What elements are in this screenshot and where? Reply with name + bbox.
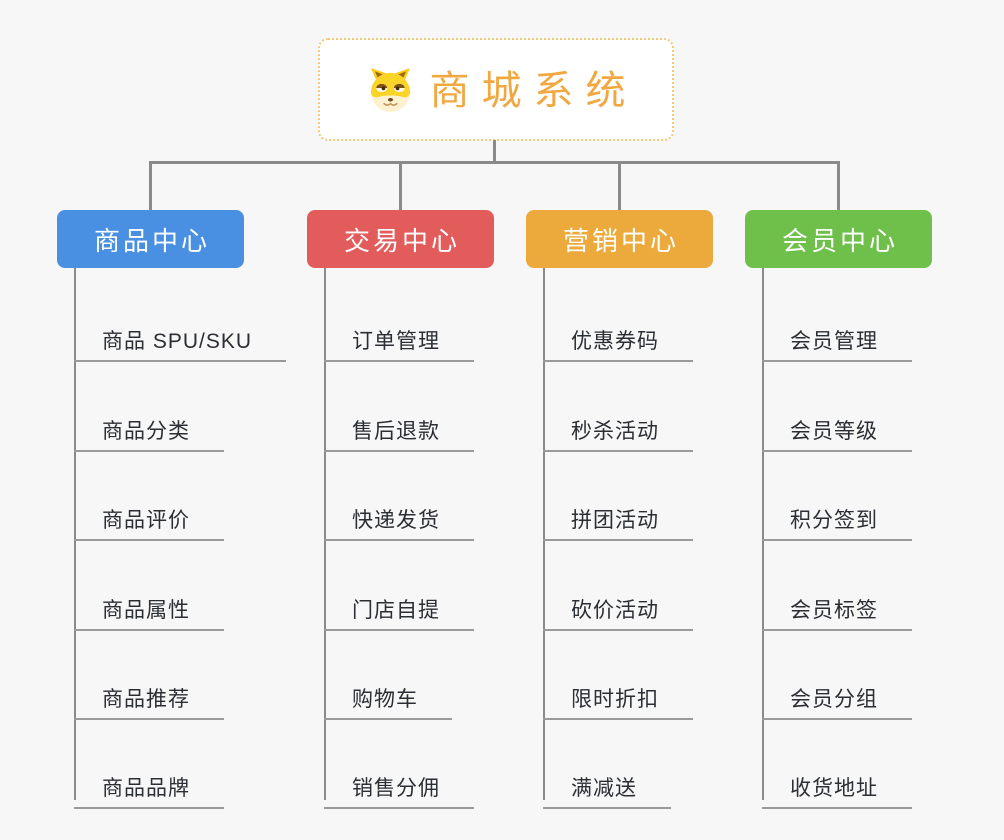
branch-header-1[interactable]: 商品中心 — [57, 210, 244, 268]
child-node[interactable]: 限时折扣 — [543, 667, 693, 720]
child-node-label: 订单管理 — [352, 329, 440, 353]
child-node[interactable]: 购物车 — [324, 667, 452, 720]
child-node-label: 商品分类 — [102, 419, 190, 443]
child-node[interactable]: 商品 SPU/SKU — [74, 309, 287, 362]
child-node[interactable]: 商品品牌 — [74, 756, 224, 809]
child-node-label: 收货地址 — [790, 776, 878, 800]
child-node-label: 会员管理 — [790, 329, 878, 353]
child-node-label: 满减送 — [571, 776, 637, 800]
branch-header-2[interactable]: 交易中心 — [307, 210, 494, 268]
child-node-label: 会员等级 — [790, 419, 878, 443]
branch-vertical-line — [762, 268, 764, 800]
child-node[interactable]: 售后退款 — [324, 399, 474, 452]
root-title: 商城系统 — [429, 68, 638, 113]
child-node-label: 拼团活动 — [571, 508, 659, 532]
child-node[interactable]: 砍价活动 — [543, 578, 693, 631]
child-node-label: 秒杀活动 — [571, 419, 659, 443]
child-node-label: 商品品牌 — [102, 776, 190, 800]
child-node[interactable]: 会员分组 — [762, 667, 912, 720]
branch-header-label: 会员中心 — [781, 225, 898, 256]
child-node-label: 砍价活动 — [571, 598, 659, 622]
child-node[interactable]: 门店自提 — [324, 578, 474, 631]
child-node[interactable]: 订单管理 — [324, 309, 474, 362]
child-node-label: 会员分组 — [790, 687, 878, 711]
child-node[interactable]: 销售分佣 — [324, 756, 474, 809]
root-node[interactable]: 商城系统 — [318, 38, 674, 141]
child-node-label: 会员标签 — [790, 598, 878, 622]
child-node[interactable]: 商品属性 — [74, 578, 224, 631]
child-node[interactable]: 商品评价 — [74, 488, 224, 541]
child-node-label: 优惠券码 — [571, 329, 659, 353]
child-node-label: 限时折扣 — [571, 687, 659, 711]
child-node[interactable]: 会员管理 — [762, 309, 912, 362]
connector-branch-stub — [618, 163, 621, 210]
branch-vertical-line — [324, 268, 326, 800]
child-node-label: 快递发货 — [352, 508, 440, 532]
child-node[interactable]: 会员等级 — [762, 399, 912, 452]
child-node[interactable]: 快递发货 — [324, 488, 474, 541]
branch-vertical-line — [543, 268, 545, 800]
child-node-label: 商品推荐 — [102, 687, 190, 711]
branch-vertical-line — [74, 268, 76, 800]
branch-header-4[interactable]: 会员中心 — [745, 210, 932, 268]
child-node[interactable]: 商品推荐 — [74, 667, 224, 720]
child-node-label: 售后退款 — [352, 419, 440, 443]
child-node-label: 积分签到 — [790, 508, 878, 532]
child-node-label: 购物车 — [352, 687, 418, 711]
doge-icon — [367, 67, 414, 112]
child-node[interactable]: 满减送 — [543, 756, 671, 809]
child-node-label: 商品属性 — [102, 598, 190, 622]
child-node-label: 门店自提 — [352, 598, 440, 622]
branch-header-label: 商品中心 — [93, 225, 210, 256]
child-node-label: 销售分佣 — [352, 776, 440, 800]
child-node[interactable]: 拼团活动 — [543, 488, 693, 541]
branch-header-3[interactable]: 营销中心 — [526, 210, 713, 268]
child-node[interactable]: 商品分类 — [74, 399, 224, 452]
connector-branch-stub — [149, 163, 152, 210]
child-node[interactable]: 积分签到 — [762, 488, 912, 541]
child-node[interactable]: 优惠券码 — [543, 309, 693, 362]
connector-branch-stub — [399, 163, 402, 210]
child-node-label: 商品评价 — [102, 508, 190, 532]
child-node[interactable]: 秒杀活动 — [543, 399, 693, 452]
child-node[interactable]: 收货地址 — [762, 756, 912, 809]
branch-header-label: 营销中心 — [562, 225, 679, 256]
child-node-label: 商品 SPU/SKU — [102, 329, 253, 353]
child-node[interactable]: 会员标签 — [762, 578, 912, 631]
branch-header-label: 交易中心 — [343, 225, 460, 256]
connector-root-stub — [493, 140, 496, 163]
connector-horizontal — [149, 161, 840, 164]
connector-branch-stub — [837, 163, 840, 210]
